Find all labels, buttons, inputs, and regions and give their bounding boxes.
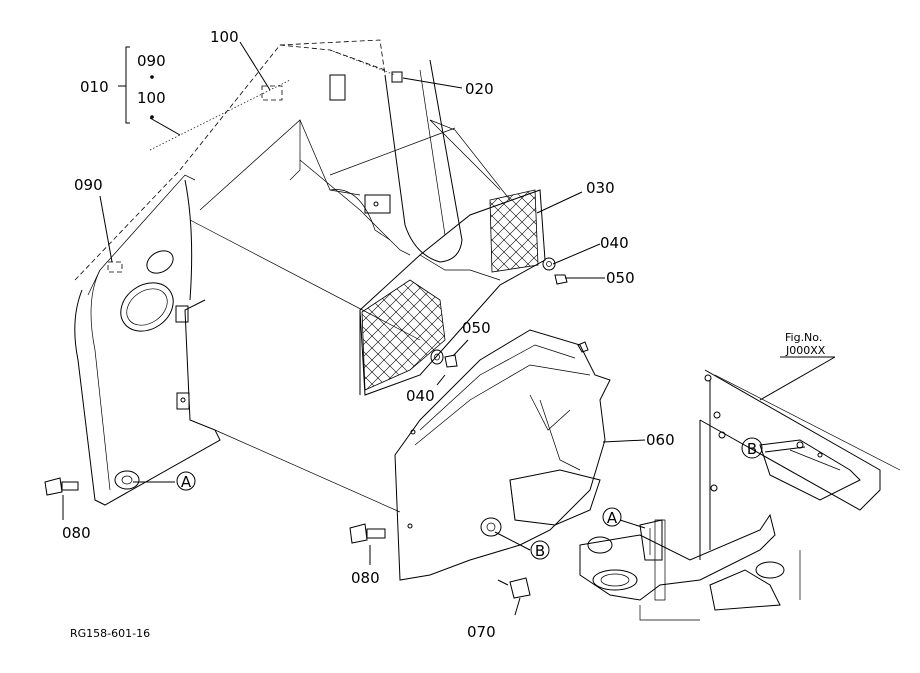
label-050-upper: 050 bbox=[606, 269, 635, 287]
upper-column-frame bbox=[261, 49, 463, 263]
label-050-lower: 050 bbox=[462, 319, 491, 337]
label-040-upper: 040 bbox=[600, 234, 629, 252]
label-100-group: 100 bbox=[137, 89, 166, 107]
ref-a1: A bbox=[181, 473, 192, 491]
machine-frame bbox=[579, 369, 901, 621]
label-090-group: 090 bbox=[137, 52, 166, 70]
part-labels: 010 090 100 100 090 020 030 040 050 050 … bbox=[62, 28, 675, 641]
figure-reference: Fig.No. J000XX bbox=[785, 331, 826, 357]
ref-circle-a1 bbox=[176, 471, 196, 491]
leader-dot bbox=[150, 115, 154, 119]
fasteners bbox=[44, 71, 663, 599]
ref-b2: B bbox=[747, 440, 757, 458]
label-040-lower: 040 bbox=[406, 387, 435, 405]
fig-ref-number: J000XX bbox=[785, 344, 826, 357]
lower-console-060 bbox=[394, 329, 611, 581]
ref-a2: A bbox=[607, 509, 618, 527]
label-060: 060 bbox=[646, 431, 675, 449]
label-090: 090 bbox=[74, 176, 103, 194]
label-010: 010 bbox=[80, 78, 109, 96]
label-070: 070 bbox=[467, 623, 496, 641]
ref-b1: B bbox=[535, 542, 545, 560]
reference-markers: A B B A bbox=[176, 437, 763, 560]
label-030: 030 bbox=[586, 179, 615, 197]
label-080-left: 080 bbox=[62, 524, 91, 542]
leader-lines bbox=[62, 41, 836, 616]
drawing-code: RG158-601-16 bbox=[70, 627, 150, 640]
ref-circle-b2 bbox=[741, 437, 763, 459]
separator-dot bbox=[150, 75, 154, 79]
ref-circle-a2 bbox=[602, 507, 622, 527]
label-020: 020 bbox=[465, 80, 494, 98]
label-080-mid: 080 bbox=[351, 569, 380, 587]
left-side-cover-010 bbox=[74, 39, 386, 506]
label-100: 100 bbox=[210, 28, 239, 46]
fig-ref-label: Fig.No. bbox=[785, 331, 822, 344]
ref-circle-b1 bbox=[530, 540, 550, 560]
mid-panel-030 bbox=[329, 119, 546, 396]
